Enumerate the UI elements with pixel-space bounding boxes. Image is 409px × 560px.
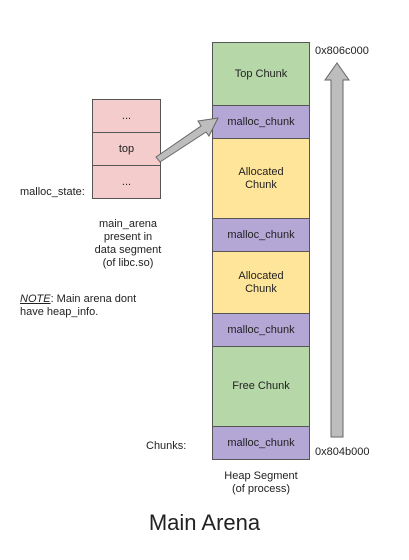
malloc-chunk-2: malloc_chunk	[212, 218, 310, 252]
malloc-state-cell-3-text: ...	[121, 175, 132, 188]
address-growth-arrow	[324, 62, 350, 438]
main-arena-desc-line-4: (of libc.so)	[102, 257, 154, 269]
allocated-chunk-2-line-2: Chunk	[245, 282, 277, 295]
main-arena-desc-line-3: data segment	[94, 244, 162, 256]
malloc-state-cell-1: ...	[92, 99, 161, 133]
note-text-2: have heap_info.	[20, 306, 99, 318]
allocated-chunk-1: Allocated Chunk	[212, 138, 310, 219]
heap-segment-caption-line-1: Heap Segment	[224, 470, 298, 482]
allocated-chunk-1-line-1: Allocated	[238, 165, 284, 178]
malloc-chunk-1-label: malloc_chunk	[227, 115, 295, 128]
top-pointer-arrow	[155, 117, 219, 163]
free-chunk: Free Chunk	[212, 346, 310, 427]
top-chunk-label: Top Chunk	[234, 67, 288, 80]
note-key: NOTE	[20, 293, 51, 305]
malloc-chunk-4: malloc_chunk	[212, 426, 310, 460]
malloc-chunk-1: malloc_chunk	[212, 105, 310, 139]
malloc-chunk-3-label: malloc_chunk	[227, 323, 295, 336]
malloc-state-cell-top: top	[92, 132, 161, 166]
heap-segment-caption: Heap Segment (of process)	[204, 470, 318, 496]
address-top: 0x806c000	[315, 45, 369, 57]
chunks-label: Chunks:	[146, 440, 187, 452]
diagram-title: Main Arena	[148, 510, 261, 535]
main-arena-desc-line-2: present in	[103, 231, 153, 243]
main-arena-desc-line-1: main_arena	[98, 218, 158, 230]
malloc-chunk-2-label: malloc_chunk	[227, 228, 295, 241]
allocated-chunk-2-line-1: Allocated	[238, 269, 284, 282]
malloc-chunk-3: malloc_chunk	[212, 313, 310, 347]
allocated-chunk-2: Allocated Chunk	[212, 251, 310, 314]
note: NOTE: Main arena dont have heap_info.	[20, 293, 136, 319]
heap-segment-caption-line-2: (of process)	[231, 483, 291, 495]
malloc-state-label: malloc_state:	[20, 186, 85, 198]
malloc-state-cell-top-text: top	[118, 142, 135, 155]
free-chunk-label: Free Chunk	[232, 380, 290, 392]
malloc-chunk-4-label: malloc_chunk	[227, 436, 295, 449]
allocated-chunk-1-line-2: Chunk	[245, 178, 277, 191]
note-text-1: : Main arena dont	[50, 293, 137, 305]
main-arena-description: main_arena present in data segment (of l…	[78, 218, 178, 270]
top-chunk: Top Chunk	[212, 42, 310, 106]
malloc-state-cell-3: ...	[92, 165, 161, 199]
malloc-state-cell-1-text: ...	[121, 109, 132, 122]
address-bottom: 0x804b000	[315, 446, 370, 458]
